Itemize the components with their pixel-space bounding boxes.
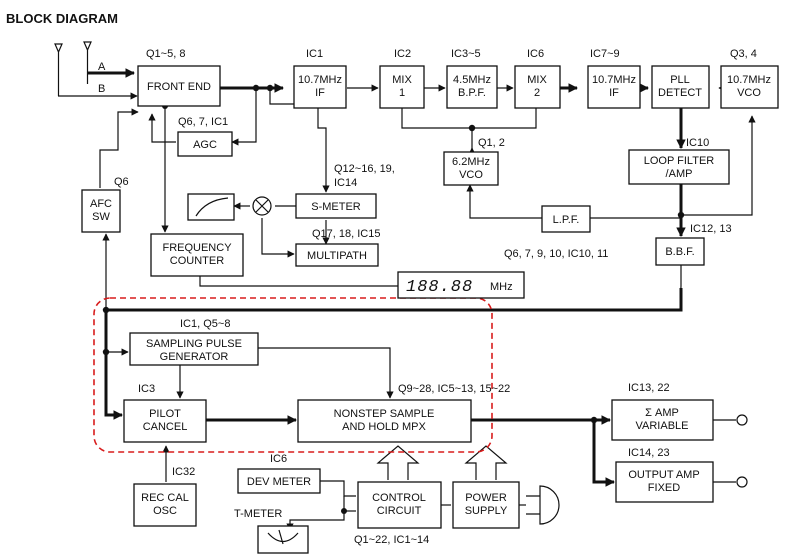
lpf-block: L.P.F.	[541, 205, 591, 233]
label-q17-18: Q17, 18, IC15	[312, 228, 381, 240]
label-q3-4: Q3, 4	[730, 48, 757, 60]
label-q12-16: Q12~16, 19,	[334, 163, 395, 175]
antenna-b-icon	[54, 43, 63, 96]
label-ic3: IC3	[138, 383, 155, 395]
frequency-display: 188.88 MHz	[397, 271, 525, 299]
label-q6: Q6	[114, 176, 129, 188]
label-t-meter: T-METER	[234, 508, 282, 520]
label-ic14: IC14	[334, 177, 357, 189]
loop-filter-block: LOOP FILTER/AMP	[628, 149, 730, 185]
front-end-text: FRONT END	[147, 81, 211, 93]
multiplier-icon	[252, 196, 272, 216]
label-ic12-13: IC12, 13	[690, 223, 732, 235]
label-ic10: IC10	[686, 137, 709, 149]
s-meter-text: S-METER	[311, 201, 361, 213]
hollow-arrow-control-icon	[376, 445, 420, 480]
label-ic1: IC1	[306, 48, 323, 60]
multipath-text: MULTIPATH	[307, 250, 367, 262]
loop-filter-text: LOOP FILTER/AMP	[644, 155, 715, 180]
label-ic7-9: IC7~9	[590, 48, 620, 60]
dev-meter-text: DEV METER	[247, 476, 311, 488]
front-end-block: FRONT END	[137, 65, 221, 107]
bbf-block: B.B.F.	[655, 237, 705, 266]
label-ic13-22: IC13, 22	[628, 382, 670, 394]
label-ic1-q5-8: IC1, Q5~8	[180, 318, 230, 330]
tuning-meter-icon	[257, 525, 309, 554]
s-meter-block: S-METER	[295, 193, 377, 219]
power-plug-icon	[526, 485, 560, 525]
label-ic2: IC2	[394, 48, 411, 60]
label-ic32: IC32	[172, 466, 195, 478]
junction-dots	[102, 84, 685, 514]
label-ic6-top: IC6	[527, 48, 544, 60]
diagram-title: BLOCK DIAGRAM	[6, 11, 118, 26]
label-ic3-5: IC3~5	[451, 48, 481, 60]
bbf-text: B.B.F.	[665, 246, 694, 258]
label-q1-5-8: Q1~5, 8	[146, 48, 185, 60]
antenna-a-icon	[83, 41, 92, 84]
analog-meter-icon	[187, 193, 235, 221]
agc-text: AGC	[193, 139, 217, 151]
multipath-block: MULTIPATH	[295, 243, 379, 267]
label-q1-2: Q1, 2	[478, 137, 505, 149]
output-terminal-fixed-icon	[736, 476, 748, 488]
label-q6-11: Q6, 7, 9, 10, IC10, 11	[504, 248, 608, 260]
mpx-region-outline	[93, 297, 493, 453]
antenna-b-label: B	[98, 83, 105, 95]
label-ic6-bottom: IC6	[270, 453, 287, 465]
frequency-display-unit: MHz	[490, 281, 513, 293]
label-ic14-23: IC14, 23	[628, 447, 670, 459]
label-q1-22: Q1~22, IC1~14	[354, 534, 429, 546]
frequency-display-digits: 188.88	[406, 278, 473, 297]
label-q6-7-ic1: Q6, 7, IC1	[178, 116, 228, 128]
antenna-a-label: A	[98, 61, 106, 73]
output-terminal-variable-icon	[736, 414, 748, 426]
hollow-arrow-power-icon	[464, 445, 508, 480]
dev-meter-block: DEV METER	[237, 468, 321, 494]
lpf-text: L.P.F.	[553, 214, 580, 226]
agc-block: AGC	[177, 131, 233, 157]
label-q9-28: Q9~28, IC5~13, 15~22	[398, 383, 510, 395]
